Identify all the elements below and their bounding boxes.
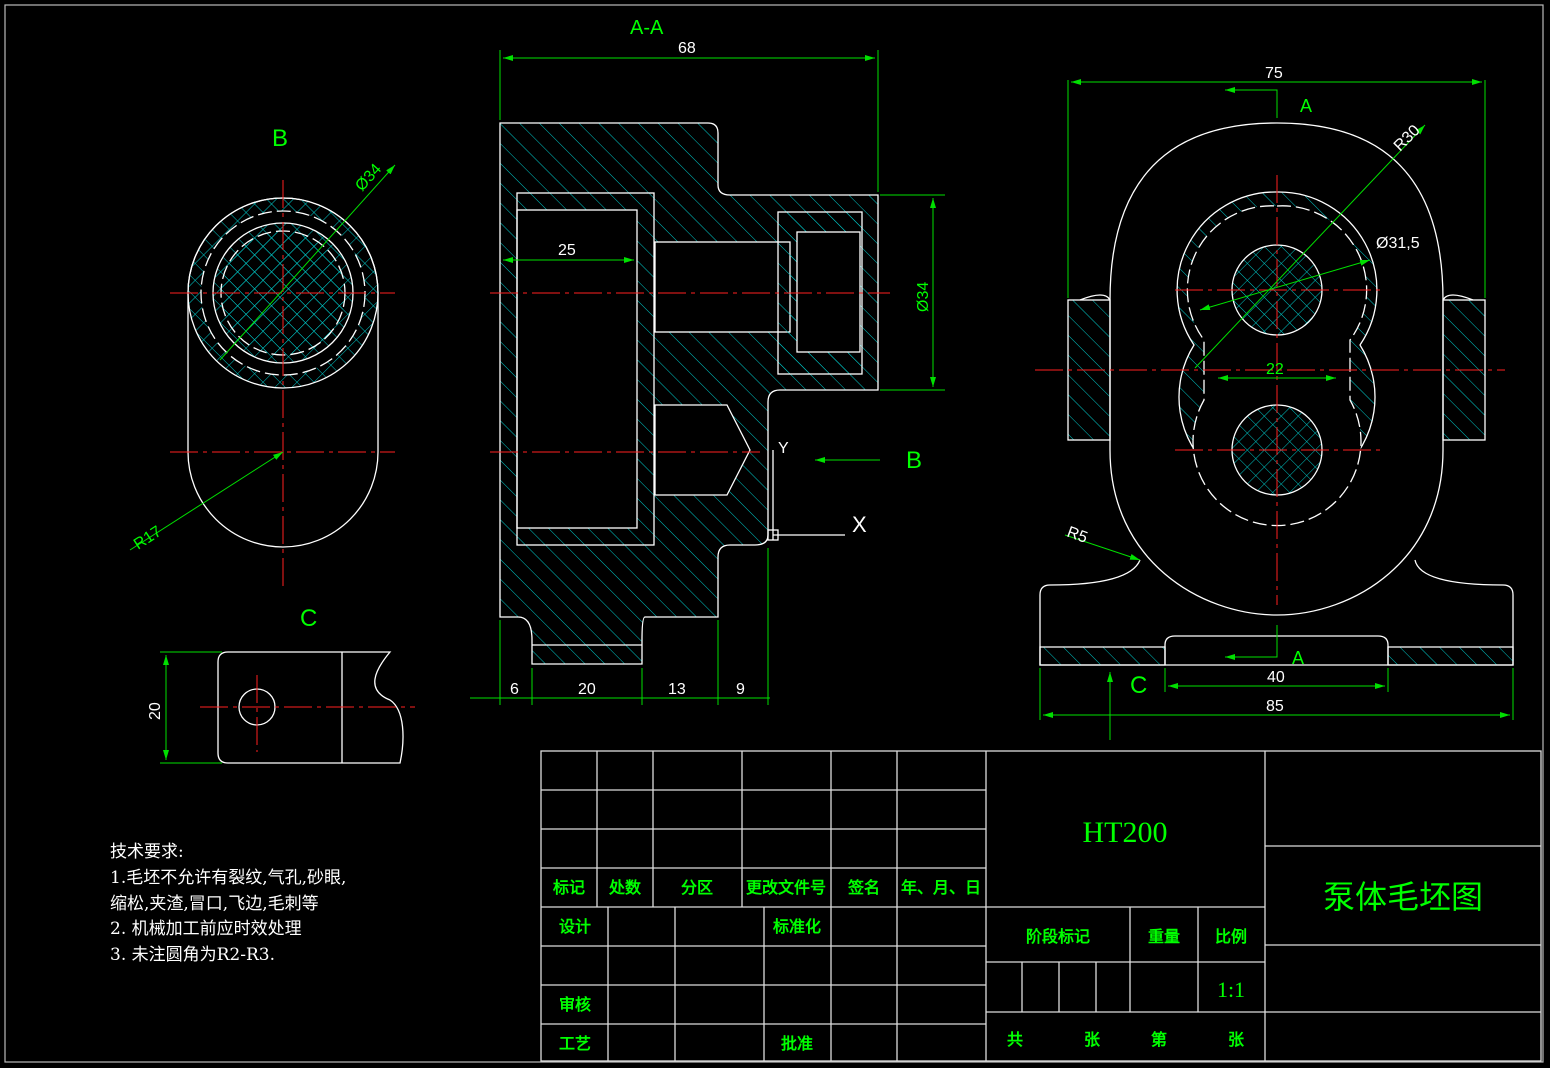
view-c: C 20 (147, 605, 415, 764)
arrow-b-label: B (906, 447, 922, 474)
tb-sheet-no: 第 (1151, 1030, 1167, 1049)
tb-total: 共 (1007, 1030, 1023, 1049)
section-a-a: A-A 68 25 Ø34 6 20 13 9 Y (470, 17, 945, 705)
view-b-dia: Ø34 (352, 161, 385, 195)
section-mark-bottom: A (1292, 648, 1304, 668)
tb-standardize: 标准化 (772, 917, 821, 936)
tb-header: 签名 (847, 878, 880, 897)
technical-requirements: 技术要求: 1.毛坯不允许有裂纹,气孔,砂眼, 缩松,夹渣,冒口,飞边,毛刺等 … (110, 842, 346, 965)
dim-r5: R5 (1065, 524, 1090, 547)
note-line: 2. 机械加工前应时效处理 (110, 919, 302, 939)
tb-header: 处数 (608, 878, 642, 897)
section-title: A-A (630, 17, 664, 39)
dim-13: 13 (668, 681, 686, 698)
drawing-frame (4, 4, 1544, 1063)
tb-stage-mark: 阶段标记 (1026, 927, 1090, 946)
view-c-title: C (300, 605, 317, 632)
note-line: 3. 未注圆角为R2-R3. (110, 945, 275, 965)
dim-22: 22 (1266, 361, 1284, 378)
dim-40: 40 (1267, 669, 1285, 686)
arrow-c-label: C (1130, 672, 1147, 699)
dim-dia34: Ø34 (915, 282, 932, 312)
tb-sheets: 张 (1084, 1030, 1101, 1049)
note-line: 缩松,夹渣,冒口,飞边,毛刺等 (110, 894, 319, 914)
ucs-y: Y (778, 440, 789, 457)
dim-d315: Ø31,5 (1376, 235, 1420, 252)
note-line: 1.毛坯不允许有裂纹,气孔,砂眼, (110, 868, 346, 888)
tb-header: 更改文件号 (746, 878, 826, 897)
view-b-radius: R17 (131, 523, 165, 553)
dim-25: 25 (558, 242, 576, 259)
tb-header: 标记 (552, 878, 585, 897)
front-view: 75 A A R30 Ø31,5 22 R5 40 85 C (1035, 65, 1514, 740)
section-mark-top: A (1300, 96, 1312, 116)
view-c-height: 20 (147, 702, 164, 720)
tb-header: 分区 (681, 878, 713, 897)
tb-header: 年、月、日 (901, 878, 981, 897)
notes-title: 技术要求: (110, 842, 184, 862)
dim-r30: R30 (1391, 122, 1424, 155)
view-b-title: B (272, 125, 288, 152)
tb-sheets2: 张 (1228, 1030, 1245, 1049)
view-b: B Ø34 R17 (129, 125, 396, 590)
ucs-x: X (852, 512, 867, 537)
dim-68: 68 (678, 40, 696, 57)
title-block: 标记 处数 分区 更改文件号 签名 年、月、日 设计 标准化 审核 工艺 批准 … (540, 750, 1542, 1062)
tb-drawing-title: 泵体毛坯图 (1323, 878, 1483, 916)
dim-9: 9 (736, 681, 745, 698)
dim-85: 85 (1266, 698, 1284, 715)
tb-review: 审核 (559, 995, 591, 1014)
dim-20: 20 (578, 681, 596, 698)
tb-approve: 批准 (781, 1034, 813, 1053)
tb-design: 设计 (559, 917, 591, 936)
tb-process: 工艺 (559, 1034, 591, 1053)
dim-6: 6 (510, 681, 519, 698)
tb-material: HT200 (1083, 816, 1168, 849)
tb-weight: 重量 (1148, 927, 1180, 946)
dim-75: 75 (1265, 65, 1283, 82)
tb-scale: 1:1 (1217, 977, 1245, 1002)
tb-scale-label: 比例 (1215, 927, 1247, 946)
